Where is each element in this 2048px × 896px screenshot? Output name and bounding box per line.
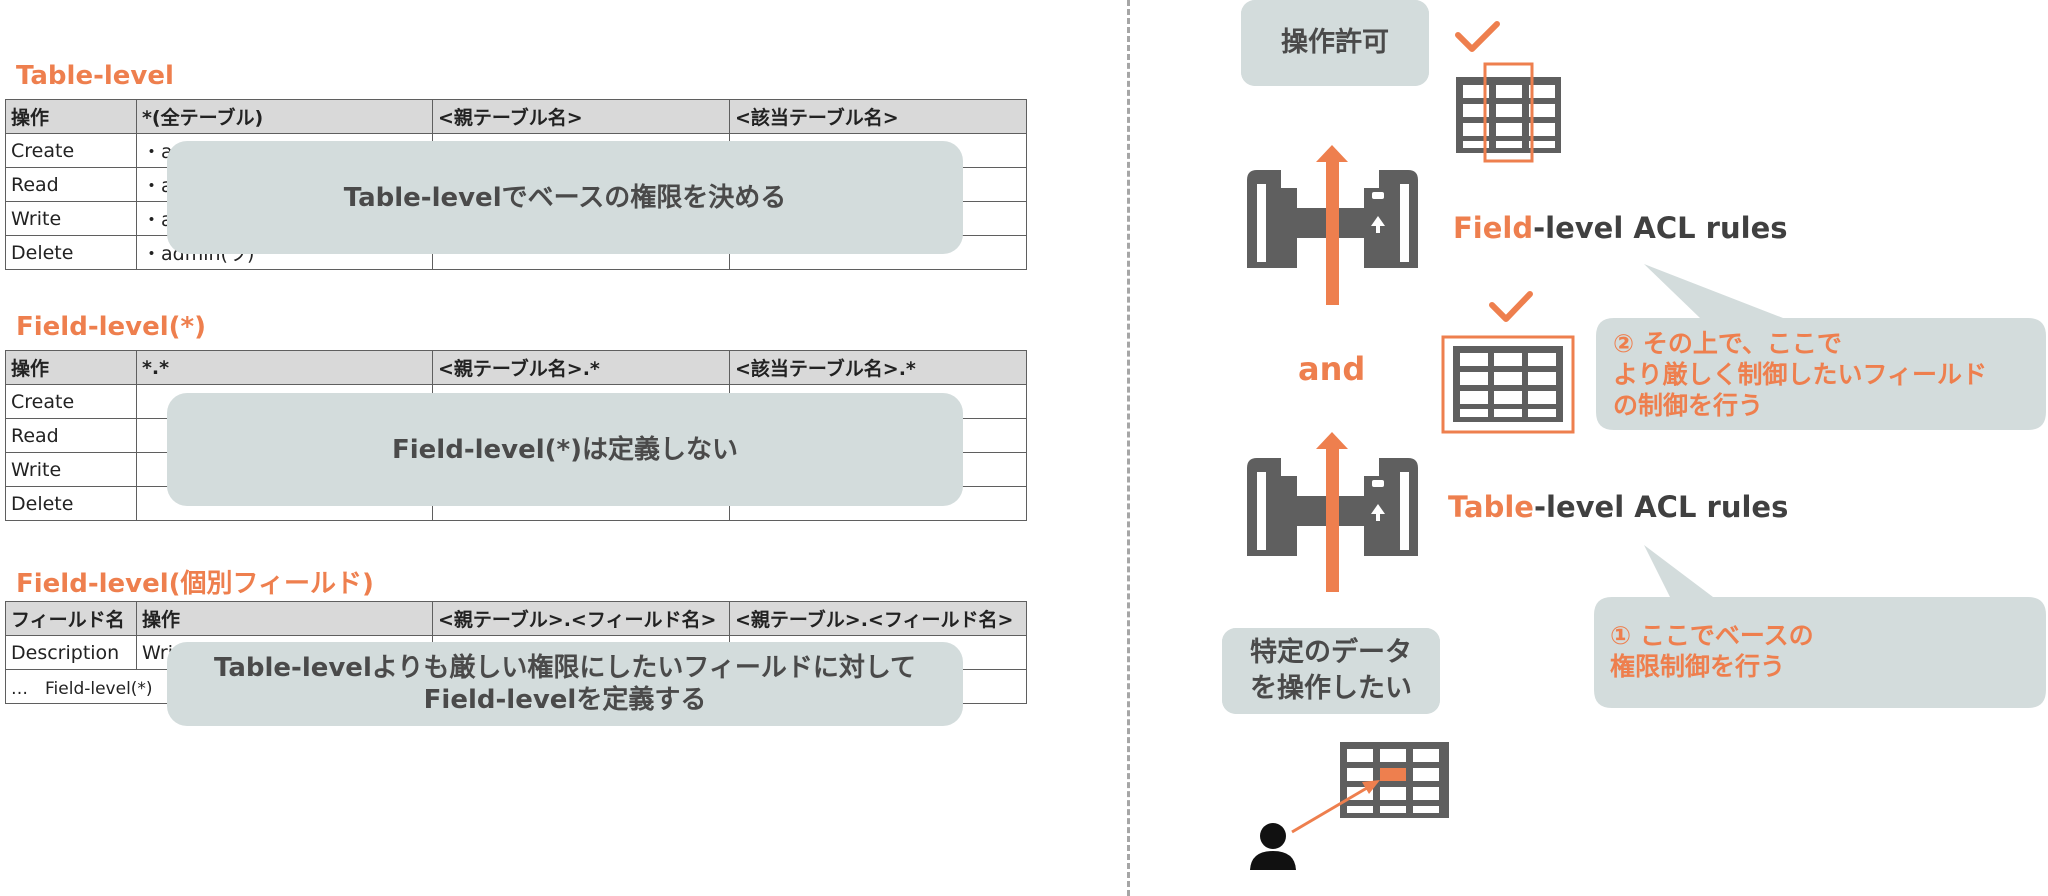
request-line: 特定のデータ: [1250, 637, 1412, 668]
and-label: and: [1298, 350, 1366, 388]
check-icon: [1489, 291, 1533, 322]
table-level-title: Table-level: [16, 61, 174, 91]
table-header-cell: 操作: [5, 99, 137, 134]
table-header-row: フィールド名 操作 <親テーブル>.<フィールド名> <親テーブル>.<フィール…: [5, 601, 1027, 636]
table-header-cell: 操作: [5, 350, 137, 385]
table-cell: Write: [5, 201, 137, 236]
table-header-cell: <親テーブル>.<フィールド名>: [729, 601, 1027, 636]
field-rule-label: Field-level ACL rules: [1453, 211, 1788, 245]
callout-line: ② その上で、ここで: [1613, 329, 1842, 358]
overlay-line: Field-levelを定義する: [423, 685, 707, 715]
user-icon: [1250, 823, 1296, 870]
check-icon: [1455, 21, 1500, 52]
table-rule-highlight: Table: [1448, 490, 1534, 524]
request-pill: 特定のデータ を操作したい: [1222, 628, 1440, 714]
callout-bubble-2: [1596, 264, 2046, 430]
table-header-cell: <親テーブル名>: [432, 99, 730, 134]
callout-line: ① ここでベースの: [1610, 621, 1814, 650]
field-individual-title: Field-level(個別フィールド): [16, 569, 374, 599]
callout-1-text: ① ここでベースの 権限制御を行う: [1610, 620, 1814, 682]
table-grid-icon: [1456, 62, 1561, 163]
field-star-title: Field-level(*): [16, 312, 207, 342]
table-header-cell: 操作: [136, 601, 433, 636]
table-cell: Description: [5, 635, 137, 670]
section-divider: [1127, 0, 1130, 896]
table-cell: Delete: [5, 235, 137, 270]
table-rule-rest: -level ACL rules: [1533, 490, 1789, 524]
turnstile-gate-icon: [1247, 432, 1418, 592]
table-rule-label: Table-level ACL rules: [1448, 490, 1788, 524]
table-grid-icon: [1441, 335, 1575, 434]
field-rule-rest: -level ACL rules: [1533, 211, 1788, 245]
table-level-overlay: Table-levelでベースの権限を決める: [167, 141, 963, 254]
callout-line: 権限制御を行う: [1610, 652, 1786, 681]
table-header-row: 操作 *(全テーブル) <親テーブル名> <該当テーブル名>: [5, 99, 1027, 134]
overlay-line: Table-levelよりも厳しい権限にしたいフィールドに対して: [213, 653, 917, 683]
table-cell: Delete: [5, 486, 137, 521]
permission-pill: 操作許可: [1241, 0, 1429, 86]
table-header-cell: *(全テーブル): [136, 99, 433, 134]
table-cell: Create: [5, 384, 137, 419]
callout-line: より厳しく制御したいフィールド: [1613, 360, 1988, 389]
table-grid-icon: [1340, 742, 1449, 818]
callout-2-text: ② その上で、ここで より厳しく制御したいフィールド の制御を行う: [1613, 328, 1987, 421]
pointer-arrow: [1291, 780, 1380, 834]
field-individual-overlay: Table-levelよりも厳しい権限にしたいフィールドに対して Field-l…: [167, 642, 963, 726]
table-header-cell: <該当テーブル名>: [729, 99, 1027, 134]
table-cell: Create: [5, 133, 137, 168]
callout-bubble-1: [1594, 545, 2046, 708]
table-header-cell: フィールド名: [5, 601, 137, 636]
turnstile-gate-icon: [1247, 145, 1418, 305]
field-star-overlay: Field-level(*)は定義しない: [167, 393, 963, 506]
callout-line: の制御を行う: [1613, 391, 1764, 420]
field-rule-highlight: Field: [1453, 211, 1534, 245]
request-line: を操作したい: [1250, 673, 1412, 704]
